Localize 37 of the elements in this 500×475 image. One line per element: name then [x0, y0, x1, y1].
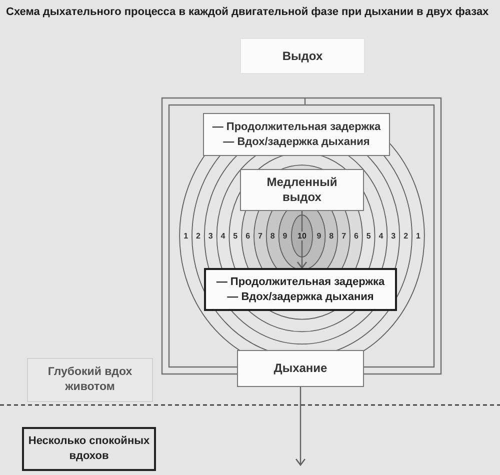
ring-number: 4 — [378, 232, 384, 240]
ring-number: 3 — [208, 232, 213, 240]
ring-number: 1 — [416, 232, 420, 240]
box-text: Глубокий вдох животом — [46, 365, 134, 395]
ring-number: 10 — [296, 232, 308, 240]
ring-number: 1 — [184, 232, 188, 240]
ring-number: 9 — [316, 232, 322, 240]
phase-box — [203, 113, 390, 156]
box-text: — Продолжительная задержка — [216, 274, 385, 290]
ring-number: 5 — [233, 232, 238, 240]
note-box — [27, 358, 153, 402]
highlighted-box — [22, 427, 156, 471]
box-text: — Вдох/задержка дыхания — [227, 290, 374, 304]
diagram-title: Схема дыхательного процесса в каждой двигательной фазе при дыхании в двух фазах — [6, 5, 489, 19]
box-text: Несколько спокойных вдохов — [28, 434, 150, 464]
ring-number: 7 — [342, 232, 346, 240]
ring-number: 7 — [258, 232, 262, 240]
ring-number: 3 — [391, 232, 396, 240]
box-text: Выдох — [282, 48, 323, 64]
ring-number: 6 — [354, 232, 358, 240]
phase-box — [240, 38, 365, 74]
box-text: — Продолжительная задержка — [212, 120, 381, 134]
ring-number: 9 — [282, 232, 288, 240]
box-text: Медленный выдох — [266, 175, 338, 205]
ring-number: 2 — [404, 232, 408, 240]
highlighted-box — [204, 268, 397, 311]
ring-number: 4 — [220, 232, 226, 240]
box-text: — Вдох/задержка дыхания — [223, 134, 370, 150]
ring-number: 6 — [246, 232, 250, 240]
ring-number: 5 — [366, 232, 371, 240]
ring-number: 2 — [196, 232, 200, 240]
phase-box — [237, 350, 364, 387]
box-text: Дыхание — [274, 361, 328, 376]
ring-number: 8 — [329, 232, 334, 240]
arrow — [295, 387, 306, 466]
ring-number: 8 — [270, 232, 275, 240]
phase-box — [240, 169, 364, 211]
